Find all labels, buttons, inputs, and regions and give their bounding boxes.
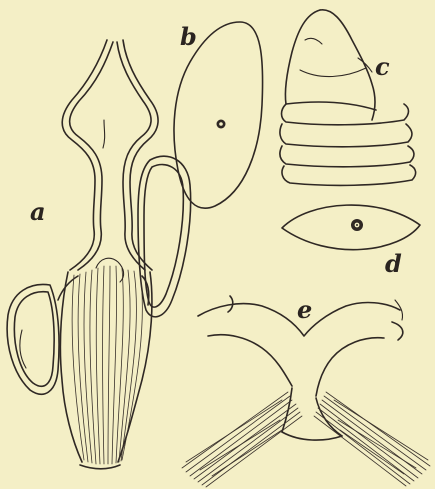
figure-label-b: b — [180, 25, 197, 49]
figure-label-c: c — [375, 55, 390, 79]
figure-d-drawing — [282, 205, 420, 250]
figure-label-e: e — [297, 298, 312, 322]
figure-a-drawing — [7, 40, 191, 469]
figure-label-a: a — [30, 200, 46, 224]
figure-e-drawing — [182, 296, 430, 487]
figure-label-d: d — [385, 252, 402, 276]
figure-c-drawing — [280, 10, 416, 186]
